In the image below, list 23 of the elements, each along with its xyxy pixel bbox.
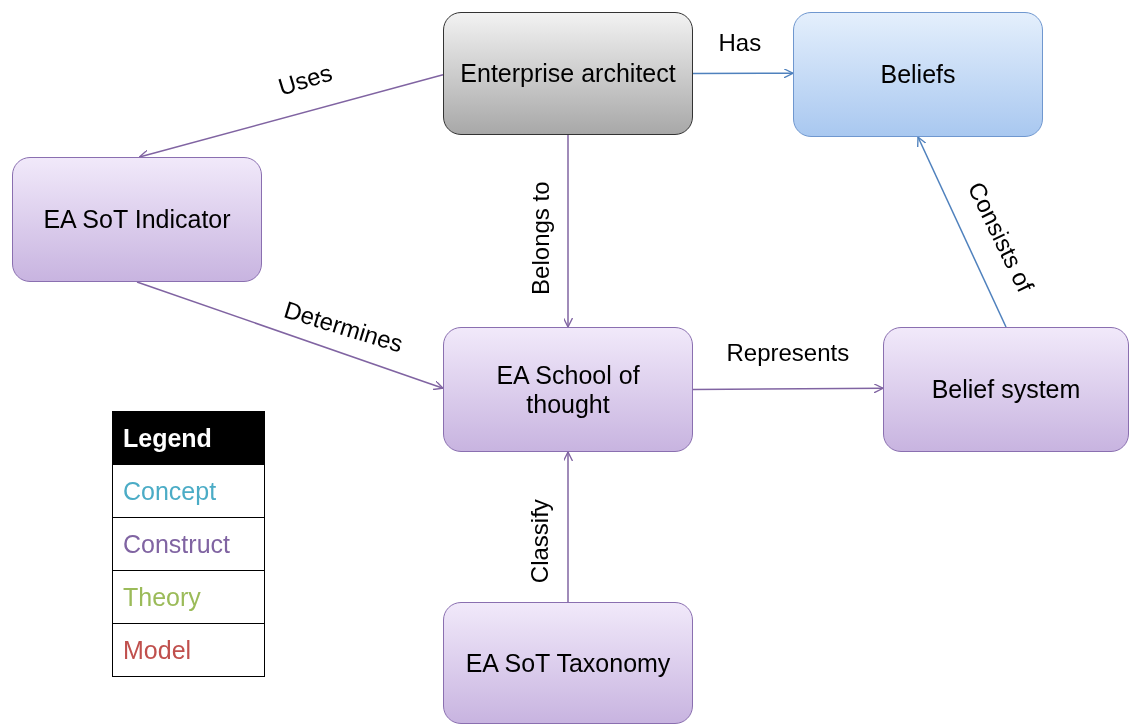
arrow [562, 451, 574, 603]
node-label: EA SoT Taxonomy [465, 648, 671, 678]
concept-box [443, 327, 693, 452]
arrow [692, 68, 794, 79]
arrow [562, 134, 574, 328]
legend-entry: Theory [112, 570, 265, 624]
concept-box [793, 12, 1043, 137]
legend-entry: Concept [112, 464, 265, 518]
node-label: Beliefs [880, 60, 956, 89]
legend-entry: Model [112, 623, 265, 677]
arrow [917, 136, 1007, 328]
node-label: EA SoT Indicator [43, 205, 231, 234]
node-label: Belief system [931, 375, 1081, 404]
concept-box [12, 157, 262, 282]
legend-title: Legend [112, 411, 265, 465]
concept-box [883, 327, 1129, 452]
node-label: EA School of thought [495, 360, 641, 419]
arrow [692, 383, 884, 394]
node-label: Enterprise architect [460, 59, 676, 88]
arrow [136, 281, 444, 391]
concept-box [443, 602, 693, 724]
legend-entry: Construct [112, 517, 265, 571]
concept-box [443, 12, 693, 135]
